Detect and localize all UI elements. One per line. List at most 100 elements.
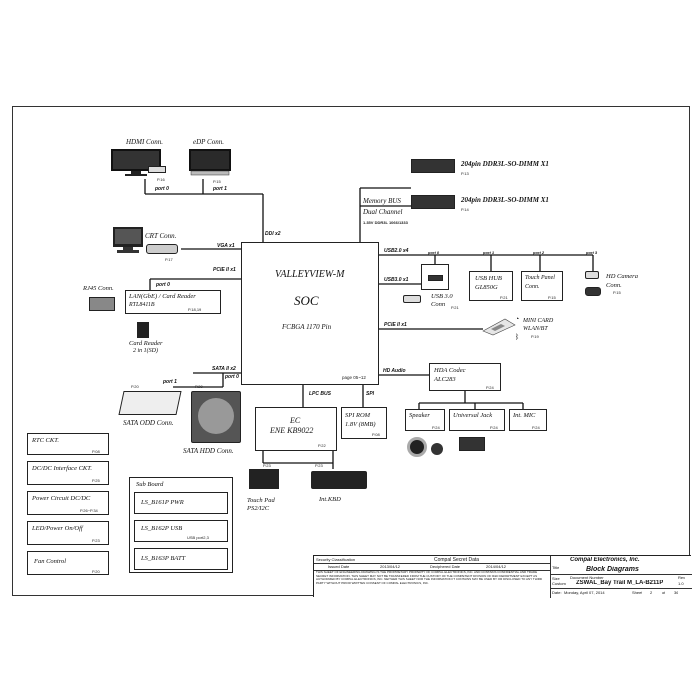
ec-label: EC bbox=[290, 416, 301, 425]
speaker-label: Speaker bbox=[409, 412, 430, 419]
sheet-value: 2 bbox=[650, 590, 653, 595]
edp-label: eDP Conn. bbox=[193, 138, 224, 146]
speaker-block: Speaker P.24 bbox=[405, 409, 445, 431]
hda-codec-chip: ALC283 bbox=[434, 376, 456, 383]
dcdc-page: P.25 bbox=[92, 478, 100, 483]
usb-port0: port 0 bbox=[428, 250, 440, 255]
hda-codec-block: HDA Codec ALC283 P.24 bbox=[429, 363, 501, 391]
bluetooth-icon: ᛒ bbox=[515, 333, 520, 341]
lan-chip-name: LAN(GbE) / Card Reader bbox=[129, 293, 196, 300]
memory-bus-title: Memory BUS bbox=[363, 197, 401, 205]
hda-codec-page: P.24 bbox=[486, 385, 494, 390]
rj45-jack-icon bbox=[89, 297, 115, 311]
dimm2-icon bbox=[411, 195, 455, 209]
mic-label: Int. MIC bbox=[513, 412, 536, 419]
size-label: Size bbox=[552, 576, 560, 581]
usb3-port-icon bbox=[428, 275, 443, 281]
deciphered-label: Deciphered Date bbox=[430, 564, 461, 569]
lan-chip-block: LAN(GbE) / Card Reader RTL8411B P.18,19 bbox=[125, 290, 221, 314]
hd-audio-bus: HD Audio bbox=[383, 368, 406, 374]
kbd-page: P.23 bbox=[315, 463, 323, 468]
docnum-value: ZSWAL_Bay Trail M_LA-B211P bbox=[576, 580, 664, 586]
edp-panel-icon bbox=[189, 149, 231, 176]
ec-chip: ENE KB9022 bbox=[270, 426, 314, 435]
usb-hub-chip: GL850G bbox=[475, 284, 498, 291]
crt-label: CRT Conn. bbox=[145, 232, 177, 240]
sub-board-item-label: LS_B161P PWR bbox=[141, 499, 184, 506]
dcdc-label: DC/DC Interface CKT. bbox=[32, 465, 93, 472]
rev-value: 1.0 bbox=[678, 581, 684, 586]
spi-rom-spec: 1.8V (8MB) bbox=[345, 421, 376, 428]
schematic-sheet: VALLEYVIEW-M SOC FCBGA 1170 Pin page 05~… bbox=[12, 106, 692, 598]
of-value: 36 bbox=[674, 590, 679, 595]
lan-chip-page: P.18,19 bbox=[188, 307, 202, 312]
touch-panel-label2: Conn. bbox=[525, 284, 540, 290]
hdd-label: SATA HDD Conn. bbox=[183, 447, 234, 455]
lpc-bus: LPC BUS bbox=[309, 391, 331, 397]
sub-board: Sub Board LS_B161P PWR LS_B162P USB USB … bbox=[129, 477, 233, 573]
sub-board-item-note: USB port2,3 bbox=[187, 535, 209, 540]
wlan-label2: WLAN/BT bbox=[523, 326, 548, 332]
issued-date: 2013/04/12 bbox=[380, 564, 401, 569]
soc-name: VALLEYVIEW-M bbox=[275, 269, 345, 280]
size-value: Custom bbox=[552, 581, 566, 586]
speaker-icon bbox=[407, 437, 427, 457]
issued-label: Issued Date bbox=[328, 564, 350, 569]
usb3-bus: USB3.0 x1 bbox=[384, 277, 409, 283]
jack-label: Universal Jack bbox=[453, 412, 493, 419]
memory-bus-spec: 1.35V DDR3L 1066/1333 bbox=[363, 220, 408, 225]
ec-block: EC ENE KB9022 P.22 bbox=[255, 407, 337, 451]
usb-port1: port 1 bbox=[483, 250, 495, 255]
title-label: Title bbox=[552, 565, 560, 570]
sub-board-item-batt: LS_B163P BATT bbox=[134, 548, 228, 570]
crt-monitor-icon bbox=[113, 227, 143, 253]
secret-label: Compal Secret Data bbox=[434, 557, 480, 563]
hdmi-monitor-icon bbox=[111, 149, 161, 176]
mic-block: Int. MIC P.24 bbox=[509, 409, 547, 431]
hdd-page: P.20 bbox=[195, 384, 203, 389]
date-label: Date: bbox=[552, 590, 562, 595]
edp-page: P.15 bbox=[213, 179, 221, 184]
vga-bus: VGA x1 bbox=[217, 243, 235, 249]
usb-port2: port 2 bbox=[533, 250, 545, 255]
odd-drive-icon bbox=[118, 391, 182, 415]
rtc-label: RTC CKT. bbox=[32, 437, 59, 444]
spi-rom-page: P.08 bbox=[372, 432, 380, 437]
odd-label: SATA ODD Conn. bbox=[123, 419, 174, 427]
camera-page: P.15 bbox=[613, 290, 621, 295]
sub-board-item-usb: LS_B162P USB USB port2,3 bbox=[134, 520, 228, 542]
usb-hub-block: USB HUB GL850G P.21 bbox=[469, 271, 513, 301]
rtc-page: P.08 bbox=[92, 449, 100, 454]
odd-page: P.20 bbox=[131, 384, 139, 389]
rtc-box: RTC CKT. P.08 bbox=[27, 433, 109, 455]
date-value: Monday, April 07, 2014 bbox=[564, 590, 605, 595]
power-label: Power Circuit DC/DC bbox=[32, 495, 91, 502]
security-label: Security Classification bbox=[316, 557, 356, 562]
sub-board-item-label: LS_B162P USB bbox=[141, 525, 183, 532]
led-box: LED/Power On/Off P.23 bbox=[27, 521, 109, 545]
sd-card-icon bbox=[137, 322, 149, 338]
usb-hub-label: USB HUB bbox=[475, 275, 502, 282]
connection-lines bbox=[144, 179, 594, 469]
company-name: Compal Electronics, Inc. bbox=[570, 557, 640, 563]
hdmi-port: port 0 bbox=[155, 186, 169, 192]
spi-rom-label: SPI ROM bbox=[345, 412, 371, 419]
sata-bus: SATA II x2 bbox=[212, 366, 236, 372]
document-title: Block Diagrams bbox=[586, 566, 639, 573]
usb3-conn-page: P.21 bbox=[451, 305, 459, 310]
tweeter-icon bbox=[431, 443, 443, 455]
power-box: Power Circuit DC/DC P.26~P.34 bbox=[27, 491, 109, 515]
usb-plug-icon bbox=[403, 295, 421, 303]
dimm1-icon bbox=[411, 159, 455, 173]
sub-board-title: Sub Board bbox=[136, 481, 164, 488]
soc-model: SOC bbox=[294, 293, 319, 308]
hdmi-connector-icon bbox=[148, 166, 166, 173]
hdmi-label: HDMI Conn. bbox=[126, 138, 163, 146]
wifi-icon: ◔ bbox=[515, 315, 520, 323]
wlan-label: MINI CARD bbox=[523, 318, 554, 324]
dimm1-label: 204pin DDR3L-SO-DIMM X1 bbox=[461, 160, 549, 168]
usb-port3: port 3 bbox=[586, 250, 598, 255]
usb2-bus: USB2.0 x4 bbox=[384, 248, 409, 254]
spi-rom-block: SPI ROM 1.8V (8MB) P.08 bbox=[341, 407, 387, 439]
fan-label: Fan Control bbox=[34, 558, 67, 565]
